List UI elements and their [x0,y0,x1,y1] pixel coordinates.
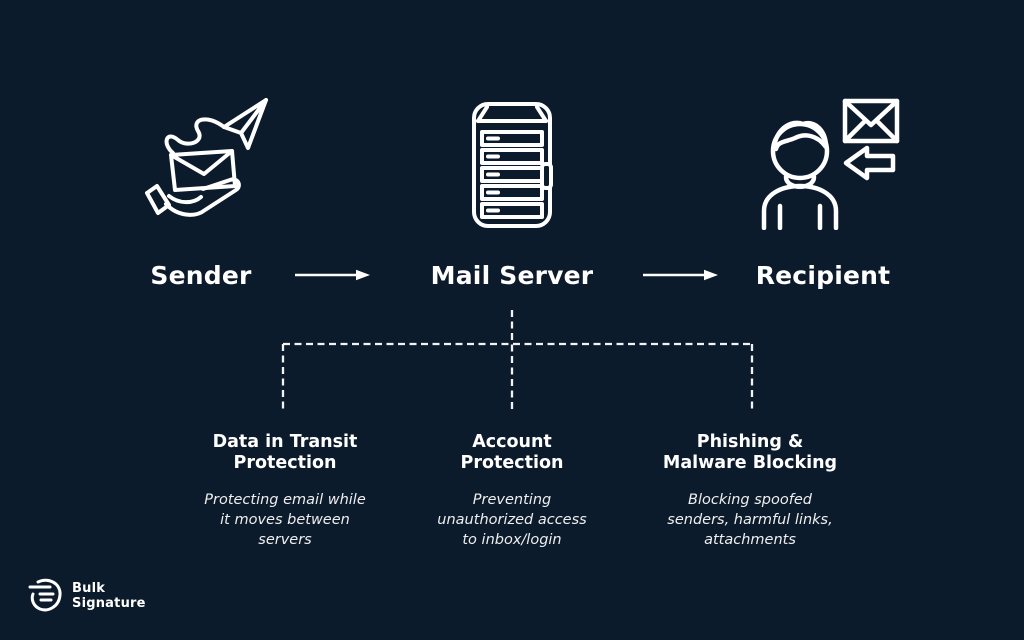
dashed-connector-lines [0,300,1024,424]
protection-desc-line3: attachments [704,532,796,548]
person-receiving-email-icon [745,95,903,230]
node-label-mail-server: Mail Server [430,261,594,290]
protection-title-line2: Protection [460,453,564,473]
protection-title-line2: Malware Blocking [662,453,838,473]
protection-description: Blocking spoofed senders, harmful links,… [645,490,855,550]
right-arrow-icon [293,267,373,287]
protection-title-line2: Protection [233,453,337,473]
protection-title: Phishing & Malware Blocking [645,432,855,474]
protection-desc-line2: it moves between [220,512,350,528]
logo-text-line2: Signature [72,596,146,611]
protection-desc-line3: servers [258,532,312,548]
protection-column-phishing-malware: Phishing & Malware Blocking Blocking spo… [645,432,855,550]
protection-column-data-in-transit: Data in Transit Protection Protecting em… [180,432,390,550]
bulk-signature-logo: Bulk Signature [28,575,146,617]
logo-text-line1: Bulk [72,580,106,596]
protection-description: Preventing unauthorized access to inbox/… [407,490,617,550]
right-arrow-icon [641,267,721,287]
protection-title-line1: Phishing & [696,432,804,452]
protection-desc-line1: Blocking spoofed [688,492,812,508]
protection-desc-line1: Preventing [472,492,552,508]
protection-desc-line1: Protecting email while [204,492,366,508]
mail-server-icon [462,92,562,232]
protection-column-account: Account Protection Preventing unauthoriz… [407,432,617,550]
protection-desc-line2: senders, harmful links, [667,512,833,528]
node-label-sender: Sender [150,261,252,290]
node-label-recipient: Recipient [755,261,891,290]
bulk-signature-logo-icon [28,575,64,617]
protection-title-line1: Account [472,432,552,452]
protection-desc-line2: unauthorized access [437,512,587,528]
protection-title: Data in Transit Protection [180,432,390,474]
protection-description: Protecting email while it moves between … [180,490,390,550]
bulk-signature-logo-text: Bulk Signature [72,581,146,612]
protection-desc-line3: to inbox/login [462,532,562,548]
protection-title-line1: Data in Transit [212,432,358,452]
protection-title: Account Protection [407,432,617,474]
hand-sending-email-icon [135,92,273,230]
